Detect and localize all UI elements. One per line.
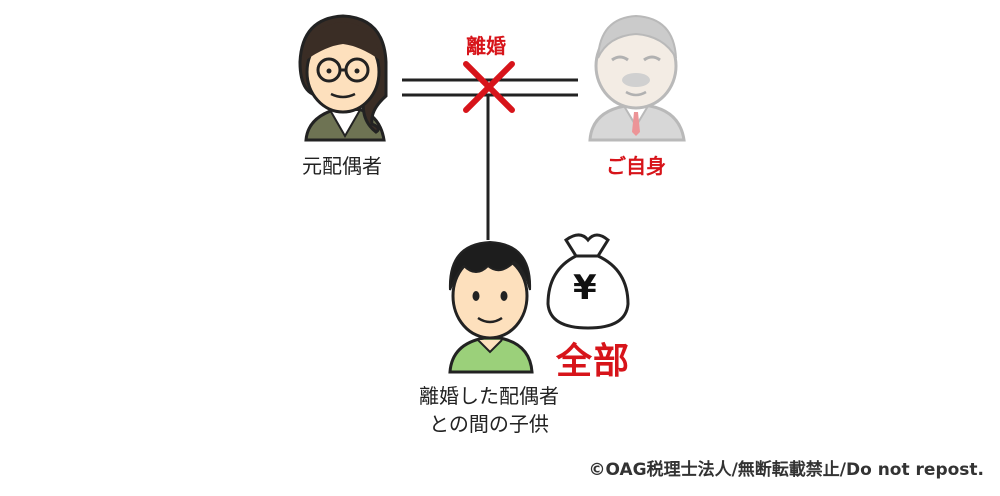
divorce-x-icon [463,61,515,113]
yen-money-bag-icon [546,233,630,330]
yen-symbol: ¥ [573,268,597,308]
divorce-label: 離婚 [466,34,506,58]
child-label-line2: との間の子供 [429,412,549,436]
self-label: ご自身 [606,154,666,178]
former-spouse-avatar [298,14,388,142]
marriage-lines [402,78,578,97]
copyright-footer: ©OAG税理士法人/無断転載禁止/Do not repost. [588,460,984,480]
child-label-line1: 離婚した配偶者 [419,384,559,408]
former-spouse-label: 元配偶者 [302,154,382,178]
all-label: 全部 [556,341,631,382]
self-avatar-faded [588,14,686,142]
child-avatar [448,240,534,374]
